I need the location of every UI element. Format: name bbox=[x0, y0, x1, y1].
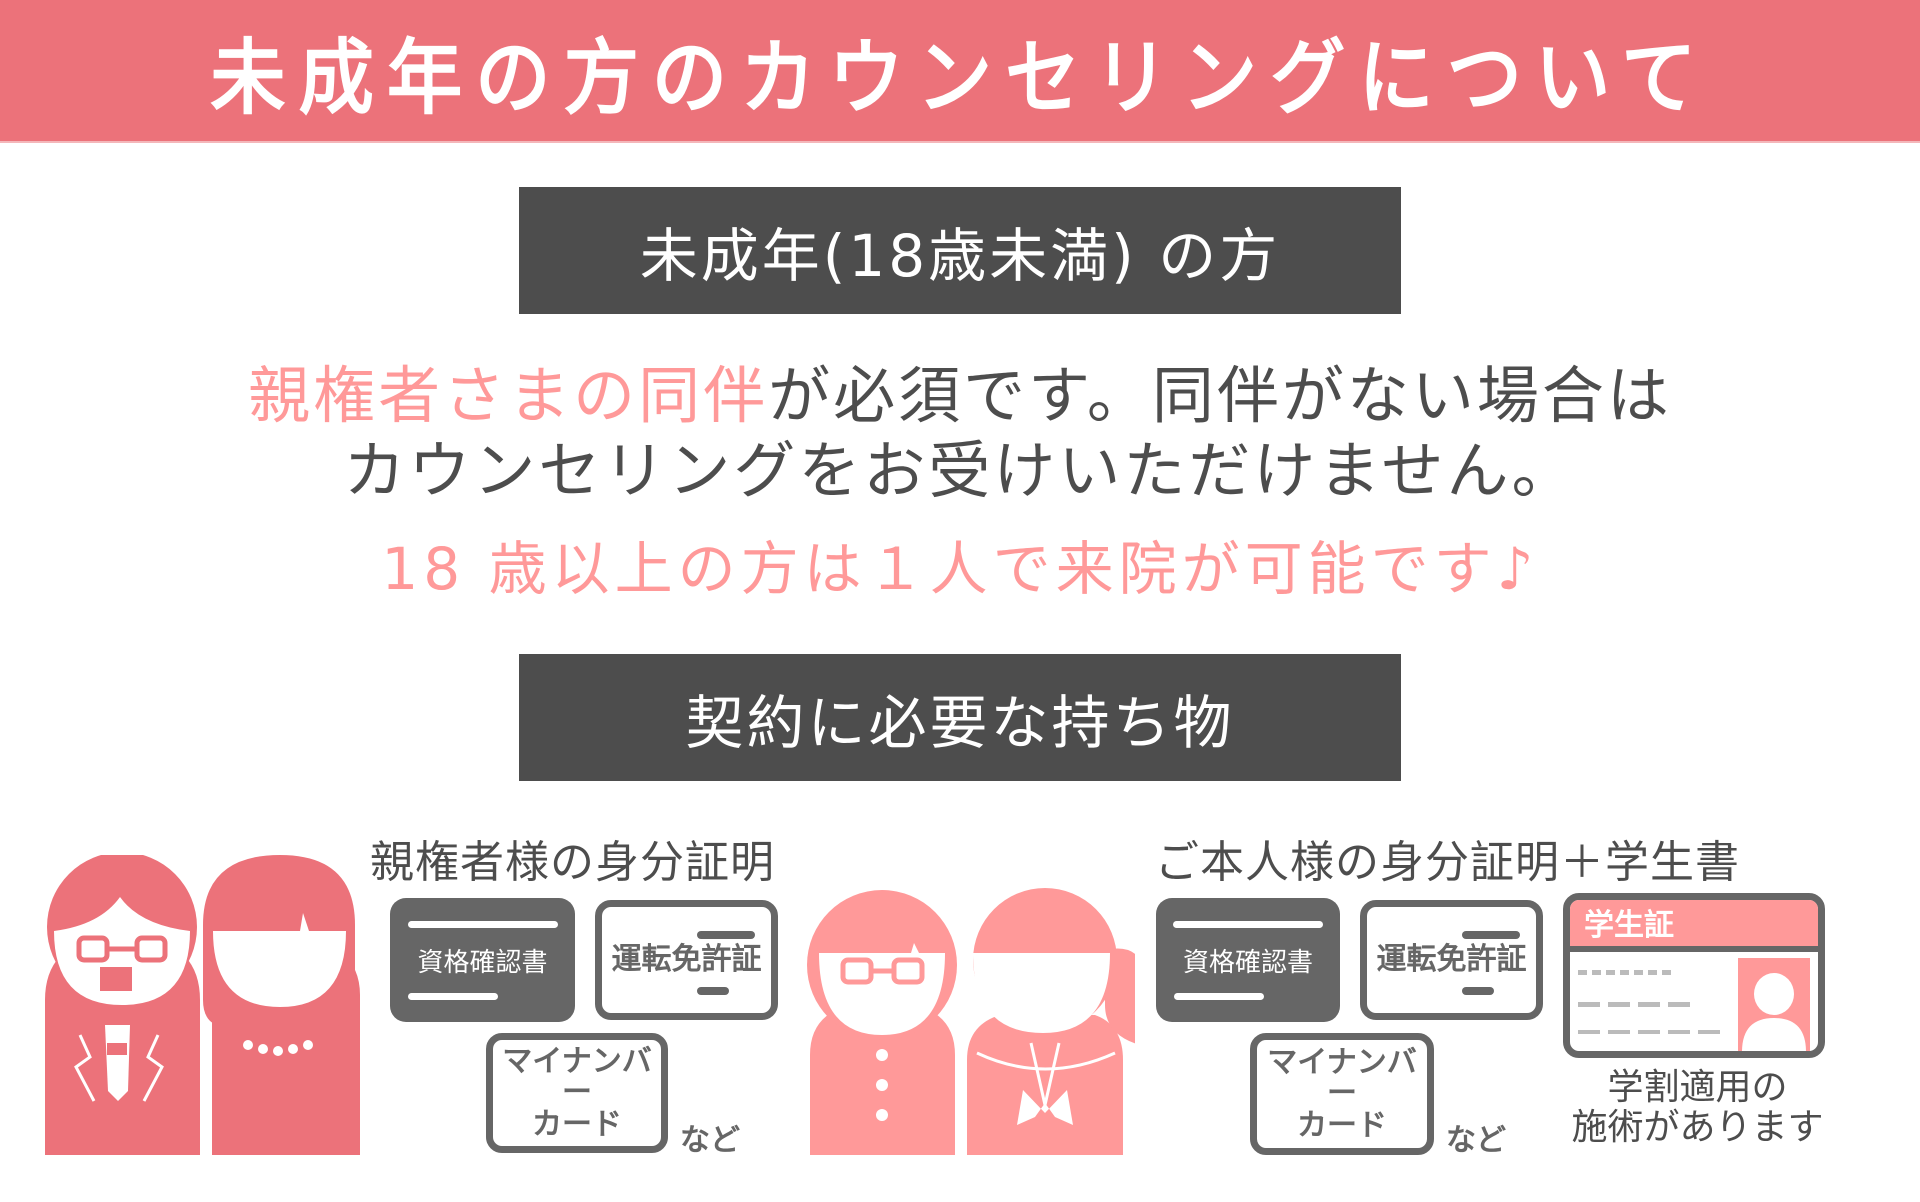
drivers-license-label: 運転免許証 bbox=[611, 942, 762, 978]
drivers-license-icon: 運転免許証 bbox=[595, 900, 778, 1020]
qualification-card-label: 資格確認書 bbox=[1182, 947, 1313, 978]
student-discount-caption: 学割適用の 施術があります bbox=[1560, 1068, 1835, 1147]
qualification-card-icon: 資格確認書 bbox=[390, 898, 575, 1022]
students-illustration-icon bbox=[807, 888, 1135, 1155]
caption-line-1: 学割適用の bbox=[1607, 1067, 1788, 1108]
adult-note: 18 歳以上の方は１人で来院が可能です♪ bbox=[381, 535, 1539, 603]
qualification-card-label: 資格確認書 bbox=[417, 947, 548, 978]
message-line-1: 親権者さまの同伴が必須です。同伴がない場合は bbox=[0, 345, 1920, 435]
header-banner: 未成年の方のカウンセリングについて bbox=[0, 0, 1920, 143]
items-section-heading: 契約に必要な持ち物 bbox=[519, 654, 1401, 781]
qualification-card-icon: 資格確認書 bbox=[1156, 898, 1340, 1022]
message-line-2: カウンセリングをお受けいただけません。 bbox=[343, 434, 1577, 507]
parents-illustration-icon bbox=[45, 855, 360, 1155]
self-id-label: ご本人様の身分証明＋学生書 bbox=[1155, 837, 1740, 888]
mynumber-card-label-1: マイナンバー bbox=[1267, 1044, 1417, 1112]
message-highlight: 親権者さまの同伴 bbox=[248, 359, 769, 432]
student-id-body-icon bbox=[1578, 958, 1810, 1051]
card-line bbox=[408, 992, 498, 1000]
mynumber-card-label-1: マイナンバー bbox=[502, 1043, 652, 1111]
drivers-license-icon: 運転免許証 bbox=[1360, 900, 1543, 1020]
drivers-license-label: 運転免許証 bbox=[1376, 942, 1527, 978]
caption-line-2: 施術があります bbox=[1571, 1106, 1824, 1148]
card-line bbox=[1173, 920, 1323, 928]
mynumber-card-icon: マイナンバー カード bbox=[1250, 1033, 1434, 1155]
card-line bbox=[1174, 992, 1264, 1000]
guardian-etc: など bbox=[680, 1123, 740, 1158]
mynumber-card-icon: マイナンバー カード bbox=[486, 1033, 668, 1153]
self-etc: など bbox=[1446, 1123, 1506, 1158]
message-rest: が必須です。同伴がない場合は bbox=[768, 359, 1672, 432]
student-id-card-icon: 学生証 bbox=[1563, 893, 1825, 1058]
items-section-title: 契約に必要な持ち物 bbox=[685, 688, 1235, 757]
minor-section-heading: 未成年(18歳未満) の方 bbox=[519, 187, 1401, 314]
mynumber-card-label-2: カード bbox=[1297, 1107, 1387, 1143]
student-id-label: 学生証 bbox=[1570, 900, 1818, 952]
mynumber-card-label-2: カード bbox=[532, 1106, 622, 1142]
page-title: 未成年の方のカウンセリングについて bbox=[210, 31, 1710, 126]
guardian-id-label: 親権者様の身分証明 bbox=[370, 837, 775, 888]
card-line bbox=[407, 920, 558, 928]
minor-section-title: 未成年(18歳未満) の方 bbox=[639, 221, 1281, 290]
